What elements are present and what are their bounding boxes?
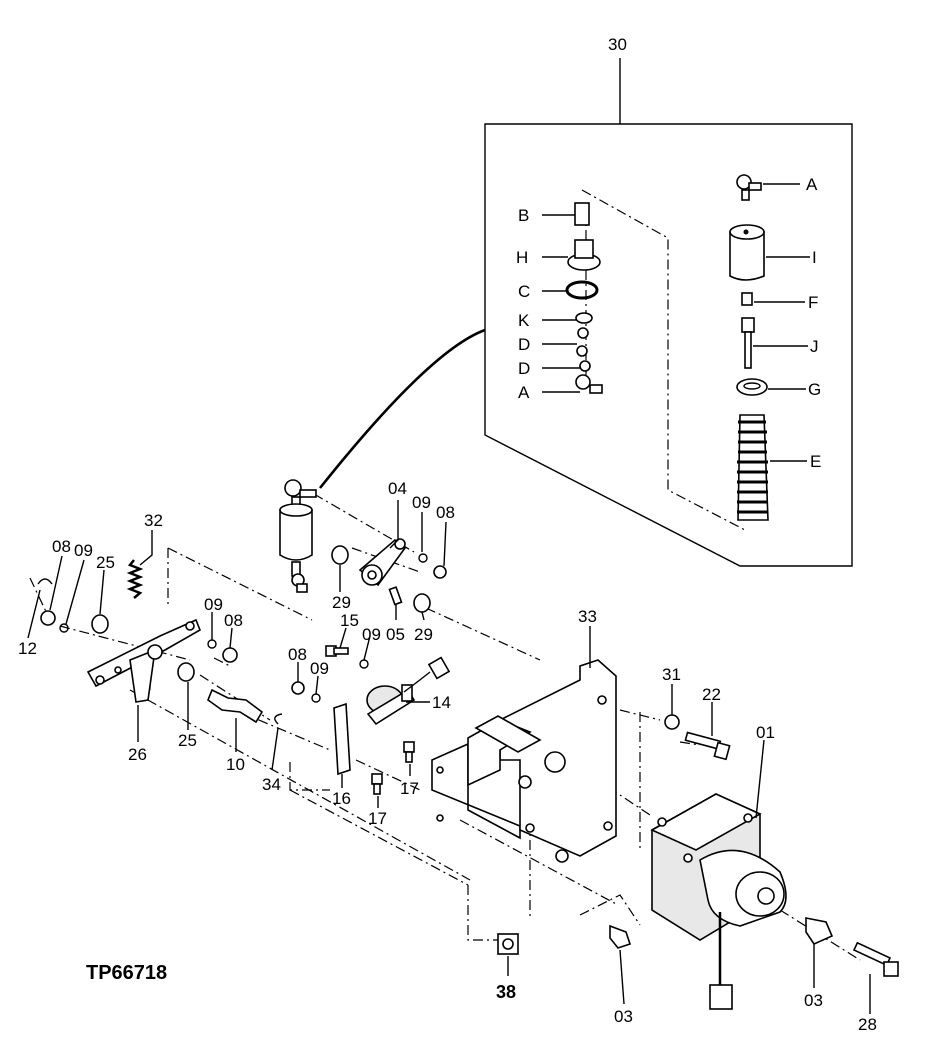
kit-letter-labels: A B H C K D D A I F J G E <box>516 175 821 471</box>
kit-parts <box>542 174 810 521</box>
bolt-15 <box>325 645 349 657</box>
callout-01: 01 <box>756 723 775 742</box>
callout-09: 09 <box>362 625 381 644</box>
callout-33: 33 <box>578 607 597 626</box>
callout-31: 31 <box>662 665 681 684</box>
kit-label-F: F <box>808 293 818 312</box>
callout-28: 28 <box>858 1015 877 1034</box>
link-16 <box>333 702 351 776</box>
clip-09a <box>418 553 428 563</box>
bushing-29b <box>413 593 431 613</box>
kit-label-J: J <box>810 337 819 356</box>
callout-12: 12 <box>18 639 37 658</box>
callout-25: 25 <box>96 553 115 572</box>
bolt-17b <box>371 773 383 795</box>
motor-01 <box>650 793 787 1010</box>
callout-09: 09 <box>310 659 329 678</box>
kit-label-A: A <box>806 175 818 194</box>
callout-26: 26 <box>128 745 147 764</box>
kit-label-E: E <box>810 452 821 471</box>
callout-14: 14 <box>432 693 451 712</box>
kit-label-D: D <box>518 335 530 354</box>
left-linkage <box>37 559 283 725</box>
bolt-22 <box>684 731 731 761</box>
kit-label-I: I <box>812 248 817 267</box>
callout-08: 08 <box>288 645 307 664</box>
callout-15: 15 <box>340 611 359 630</box>
callout-03: 03 <box>804 991 823 1010</box>
callout-08: 08 <box>436 503 455 522</box>
nut-31 <box>664 714 680 730</box>
kit-label-B: B <box>518 206 529 225</box>
callout-09: 09 <box>412 493 431 512</box>
callout-08: 08 <box>224 611 243 630</box>
bracket-33 <box>431 659 617 863</box>
callout-17: 17 <box>400 779 419 798</box>
callout-09: 09 <box>74 541 93 560</box>
nut-08d <box>291 681 305 695</box>
callout-05: 05 <box>386 625 405 644</box>
nut-08a <box>433 565 447 579</box>
bolt-17a <box>403 741 415 763</box>
clamp-03b <box>805 917 834 946</box>
callout-29: 29 <box>332 593 351 612</box>
pin-05 <box>388 586 403 606</box>
callout-09: 09 <box>204 595 223 614</box>
callout-16: 16 <box>332 789 351 808</box>
clip-09d <box>359 659 369 669</box>
kit-label-H: H <box>516 248 528 267</box>
lever-04 <box>358 538 407 587</box>
clamp-03a <box>609 924 632 949</box>
figure-id: TP66718 <box>86 962 167 984</box>
callout-17: 17 <box>368 809 387 828</box>
sensor-14 <box>366 656 451 726</box>
boot-E <box>737 414 807 521</box>
stop-solenoid <box>279 479 317 593</box>
bushing-29a <box>331 545 349 565</box>
callout-30: 30 <box>608 35 627 54</box>
callout-08: 08 <box>52 537 71 556</box>
callout-10: 10 <box>226 755 245 774</box>
kit-label-D: D <box>518 359 530 378</box>
callout-22: 22 <box>702 685 721 704</box>
kit-30-outline <box>484 58 853 567</box>
callout-25: 25 <box>178 731 197 750</box>
bolt-38 <box>497 933 519 955</box>
kit-guide-lines <box>581 189 746 531</box>
control-cable <box>318 328 486 489</box>
kit-label-A: A <box>518 383 530 402</box>
callout-04: 04 <box>388 479 407 498</box>
kit-label-K: K <box>518 311 530 330</box>
kit-label-G: G <box>808 380 821 399</box>
kit-label-C: C <box>518 282 530 301</box>
clip-09e <box>311 693 321 703</box>
callout-29: 29 <box>414 625 433 644</box>
callout-leaders <box>27 500 871 1014</box>
callout-38: 38 <box>496 982 516 1002</box>
callout-03: 03 <box>614 1007 633 1026</box>
callout-34: 34 <box>262 775 281 794</box>
callout-32: 32 <box>144 511 163 530</box>
bolt-28 <box>852 941 899 977</box>
callout-labels: 30 04 09 08 32 08 09 25 12 29 09 08 15 0… <box>18 35 877 1034</box>
